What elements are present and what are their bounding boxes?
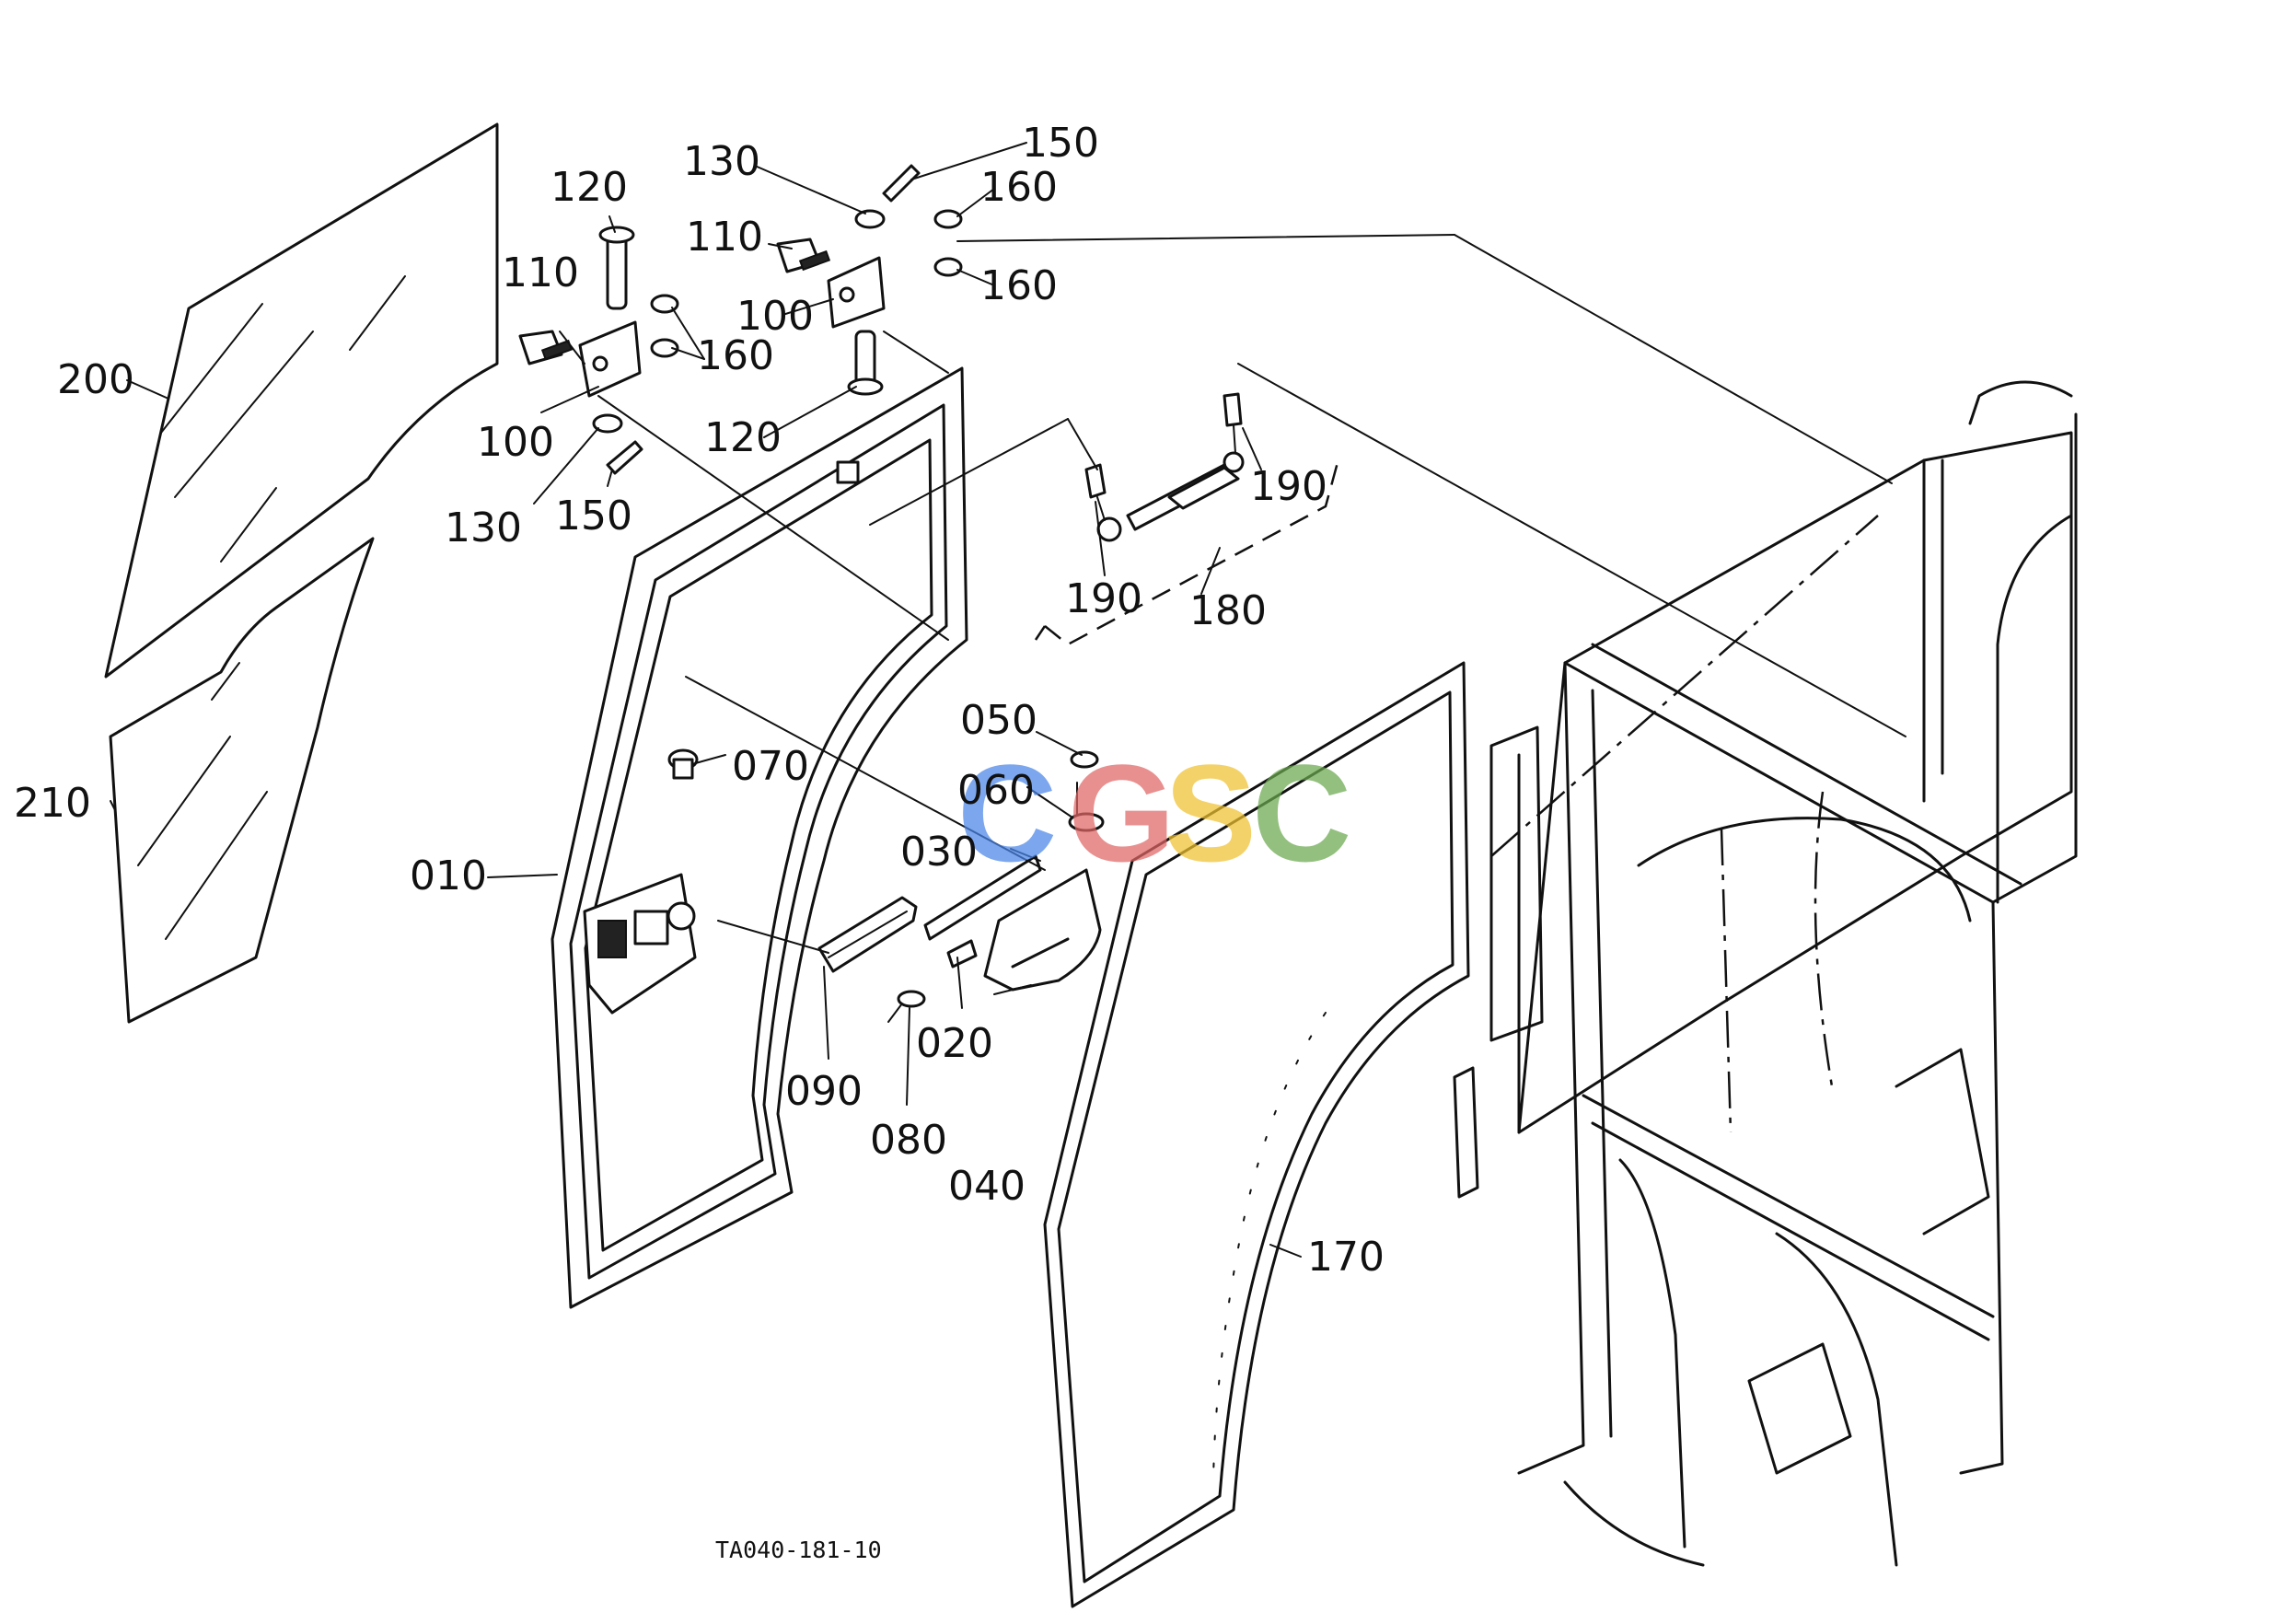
callout-120-top: 120 xyxy=(550,164,628,211)
callout-200: 200 xyxy=(57,356,134,403)
callout-130-top: 130 xyxy=(683,138,760,185)
callout-090: 090 xyxy=(785,1068,863,1115)
watermark-letter-3: S xyxy=(1165,736,1257,890)
upper-glass-panel xyxy=(104,122,499,679)
callout-030: 030 xyxy=(900,829,978,876)
callout-120-bottom: 120 xyxy=(704,414,782,461)
hinge-right xyxy=(776,164,963,396)
callout-100-right: 100 xyxy=(736,293,814,340)
callouts: 200 210 010 070 050 060 030 020 090 080 … xyxy=(14,120,1385,1281)
callout-210: 210 xyxy=(14,780,91,827)
callout-160-c: 160 xyxy=(980,262,1058,309)
hinge-left xyxy=(518,226,679,475)
callout-130-bottom: 130 xyxy=(445,505,522,551)
callout-060: 060 xyxy=(957,767,1035,814)
cab-structure xyxy=(1453,380,2078,1567)
leader-lines xyxy=(110,142,1906,1258)
door-frame xyxy=(550,366,968,1309)
callout-040: 040 xyxy=(948,1163,1026,1210)
figure-code: TA040-181-10 xyxy=(715,1537,882,1563)
callout-080: 080 xyxy=(870,1117,947,1164)
callout-160-a: 160 xyxy=(697,332,774,379)
callout-100-left: 100 xyxy=(477,419,554,466)
watermark-letter-1: C xyxy=(957,736,1057,890)
watermark: C G S C xyxy=(957,736,1351,890)
callout-010: 010 xyxy=(410,853,487,899)
callout-190-right: 190 xyxy=(1250,463,1327,510)
watermark-letter-2: G xyxy=(1068,736,1176,890)
callout-190-left: 190 xyxy=(1065,575,1142,622)
callout-050: 050 xyxy=(960,697,1037,744)
callout-170: 170 xyxy=(1307,1234,1385,1281)
callout-070: 070 xyxy=(732,743,809,790)
callout-180: 180 xyxy=(1189,587,1267,634)
handle-parts xyxy=(667,748,1105,1023)
lower-glass-panel xyxy=(109,537,375,1024)
watermark-letter-4: C xyxy=(1252,736,1351,890)
callout-160-b: 160 xyxy=(980,164,1058,211)
door-seal xyxy=(1043,661,1470,1608)
callout-110-left: 110 xyxy=(502,249,579,296)
callout-110-right: 110 xyxy=(686,214,763,261)
callout-150-bottom: 150 xyxy=(555,493,632,539)
callout-020: 020 xyxy=(916,1020,993,1067)
callout-150-top: 150 xyxy=(1022,120,1099,167)
